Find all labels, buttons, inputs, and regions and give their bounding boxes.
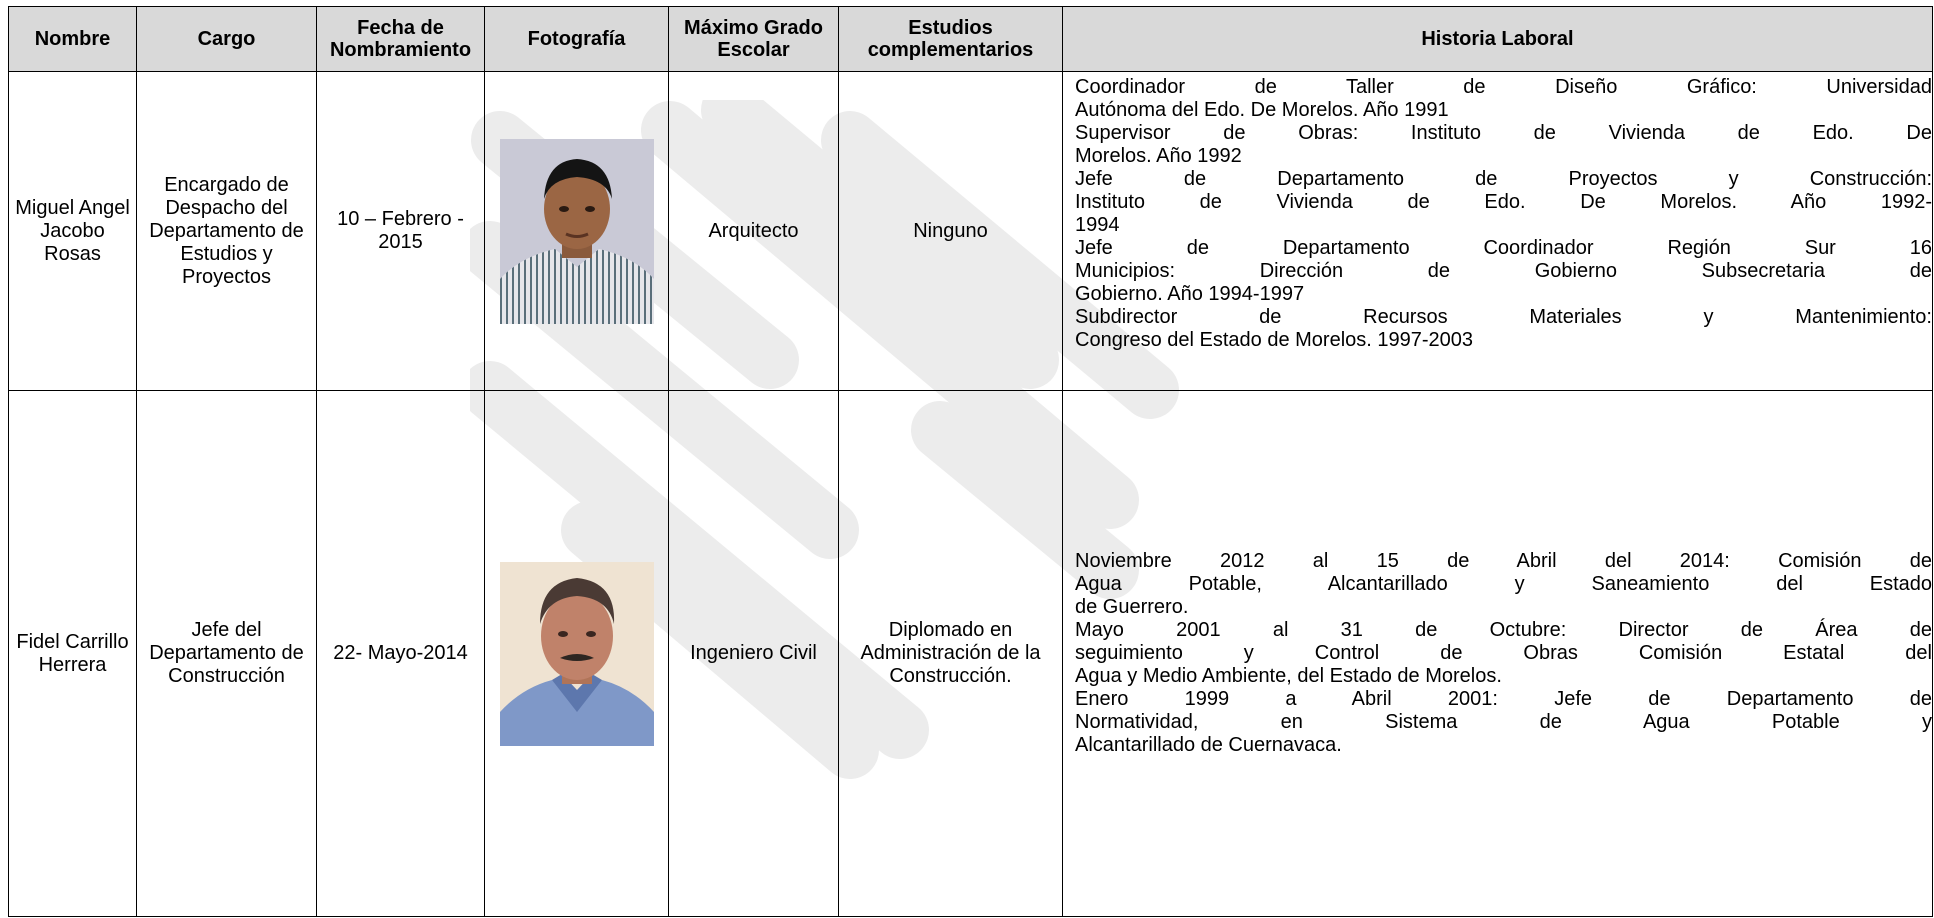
historia-line: Jefe de Departamento de Proyectos y Cons…	[1075, 168, 1932, 190]
cell-cargo: Jefe del Departamento de Construcción	[136, 390, 317, 917]
historia-line: Jefe de Departamento Coordinador Región …	[1075, 237, 1932, 259]
cell-fotografia	[484, 390, 669, 917]
cell-historia: Noviembre 2012 al 15 de Abril del 2014: …	[1062, 390, 1933, 917]
cell-fecha: 10 – Febrero - 2015	[316, 71, 485, 391]
header-historia: Historia Laboral	[1062, 6, 1933, 72]
historia-line: Normatividad, en Sistema de Agua Potable…	[1075, 711, 1932, 733]
table-row: Miguel Angel Jacobo Rosas Encargado de D…	[8, 71, 1933, 391]
cell-grado: Ingeniero Civil	[668, 390, 839, 917]
cell-historia: Coordinador de Taller de Diseño Gráfico:…	[1062, 71, 1933, 391]
historia-line: Enero 1999 a Abril 2001: Jefe de Departa…	[1075, 688, 1932, 710]
header-nombre: Nombre	[8, 6, 137, 72]
historia-line: Subdirector de Recursos Materiales y Man…	[1075, 306, 1932, 328]
historia-line: Gobierno. Año 1994-1997	[1075, 283, 1305, 305]
historia-line: Congreso del Estado de Morelos. 1997-200…	[1075, 329, 1474, 351]
header-row: Nombre Cargo Fecha de Nombramiento Fotog…	[8, 6, 1933, 72]
header-cargo: Cargo	[136, 6, 317, 72]
historia-line: Instituto de Vivienda de Edo. De Morelos…	[1075, 191, 1932, 213]
historia-line: Autónoma del Edo. De Morelos. Año 1991	[1075, 99, 1449, 121]
header-estudios: Estudios complementarios	[838, 6, 1063, 72]
photo-fidel-carrillo	[499, 561, 654, 746]
historia-line: Municipios: Dirección de Gobierno Subsec…	[1075, 260, 1932, 282]
photo-miguel-angel	[499, 138, 654, 324]
historia-line: Supervisor de Obras: Instituto de Vivien…	[1075, 122, 1932, 144]
cell-fecha: 22- Mayo-2014	[316, 390, 485, 917]
cell-nombre: Miguel Angel Jacobo Rosas	[8, 71, 137, 391]
cell-cargo: Encargado de Despacho del Departamento d…	[136, 71, 317, 391]
cell-estudios: Ninguno	[838, 71, 1063, 391]
historia-line: Agua y Medio Ambiente, del Estado de Mor…	[1075, 665, 1502, 687]
cell-grado: Arquitecto	[668, 71, 839, 391]
header-fecha: Fecha de Nombramiento	[316, 6, 485, 72]
personnel-table: Nombre Cargo Fecha de Nombramiento Fotog…	[8, 6, 1933, 917]
header-fotografia: Fotografía	[484, 6, 669, 72]
historia-line: de Guerrero.	[1075, 596, 1189, 618]
table-row: Fidel Carrillo Herrera Jefe del Departam…	[8, 390, 1933, 917]
header-grado: Máximo Grado Escolar	[668, 6, 839, 72]
historia-line: Mayo 2001 al 31 de Octubre: Director de …	[1075, 619, 1932, 641]
historia-line: Alcantarillado de Cuernavaca.	[1075, 734, 1342, 756]
historia-line: 1994	[1075, 214, 1120, 236]
cell-nombre: Fidel Carrillo Herrera	[8, 390, 137, 917]
historia-line: Noviembre 2012 al 15 de Abril del 2014: …	[1075, 550, 1932, 572]
historia-line: Coordinador de Taller de Diseño Gráfico:…	[1075, 76, 1932, 98]
historia-line: Morelos. Año 1992	[1075, 145, 1242, 167]
cell-estudios: Diplomado en Administración de la Constr…	[838, 390, 1063, 917]
historia-line: Agua Potable, Alcantarillado y Saneamien…	[1075, 573, 1932, 595]
historia-line: seguimiento y Control de Obras Comisión …	[1075, 642, 1932, 664]
cell-fotografia	[484, 71, 669, 391]
